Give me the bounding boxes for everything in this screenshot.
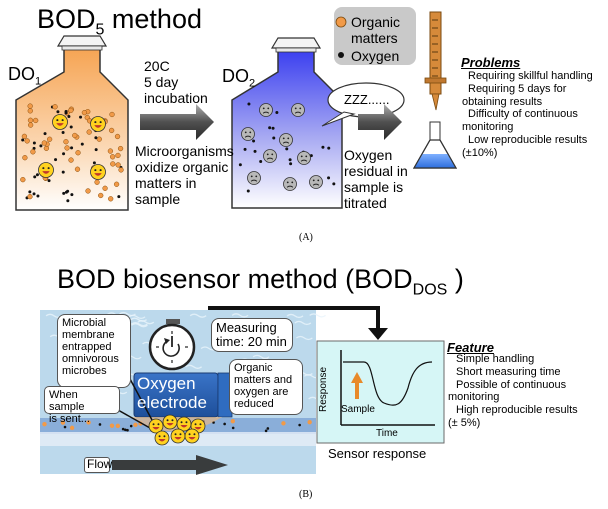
sleeping-microbe-face xyxy=(283,177,297,191)
feature-item: Possible of continuous xyxy=(456,378,567,391)
feature-title: Feature xyxy=(447,340,494,355)
feature-item: High reproducible results xyxy=(456,404,578,417)
panel-a-title: BOD5 method xyxy=(37,4,202,39)
sample-arrow-shaft xyxy=(355,381,359,399)
sleeping-microbe-face xyxy=(259,103,273,117)
burette xyxy=(424,11,447,111)
measuring-time-box: Measuring time: 20 min xyxy=(211,318,293,352)
feature-item: monitoring xyxy=(448,391,500,404)
arrow-2 xyxy=(358,104,402,140)
problems-list: Requiring skillful handling Requiring 5 … xyxy=(462,70,593,160)
happy-microbe-face xyxy=(52,114,68,130)
chart-sample-label: Sample xyxy=(341,404,375,415)
chart-xlabel: Time xyxy=(376,428,398,439)
sensor-response-label: Sensor response xyxy=(328,446,427,461)
sleeping-microbe-face xyxy=(241,127,255,141)
connector-arrowhead xyxy=(368,328,388,340)
bottle-1-particles xyxy=(20,103,124,203)
sleeping-microbe-face xyxy=(309,175,323,189)
legend-oxygen-label: Oxygen xyxy=(351,48,400,64)
oxygen-titrated-text: Oxygen residual in sample is titrated xyxy=(344,147,408,211)
problem-item: obtaining results xyxy=(462,95,543,108)
problem-item: Requiring skillful handling xyxy=(468,70,593,82)
sleeping-microbe-face xyxy=(247,171,261,185)
sleeping-microbe-face xyxy=(297,151,311,165)
chart-ylabel: Response xyxy=(318,366,329,412)
feature-item: Short measuring time xyxy=(456,365,561,378)
sample-arrow-head xyxy=(351,372,363,383)
problem-item: monitoring xyxy=(462,121,514,134)
feature-item: Simple handling xyxy=(456,353,535,365)
sample-sent-textbox: When sample is sent... xyxy=(44,386,120,425)
do1-label: DO1 xyxy=(8,64,42,88)
clock-icon xyxy=(148,319,196,371)
problem-item: Difficulty of continuous xyxy=(468,108,578,121)
sleeping-microbe-face xyxy=(279,133,293,147)
bottle-2-particles xyxy=(238,102,336,193)
legend-box xyxy=(334,7,416,65)
arrow-1 xyxy=(140,104,214,140)
problems-title: Problems xyxy=(461,55,521,70)
do2-label: DO2 xyxy=(222,66,256,90)
happy-microbe-face xyxy=(90,116,106,132)
oxygen-electrode-label: Oxygen electrode xyxy=(137,374,207,412)
flow-label-box: Flow xyxy=(84,457,112,473)
membrane-textbox: Microbial membrane entrapped omnivorous … xyxy=(57,314,131,388)
caption-b: (B) xyxy=(299,489,313,500)
problem-item: (±10%) xyxy=(462,146,498,159)
caption-a: (A) xyxy=(299,232,313,243)
organic-dot xyxy=(335,16,347,28)
legend-organic-label: Organic matters xyxy=(351,14,401,46)
response-curve xyxy=(343,361,433,406)
happy-microbe-face xyxy=(38,162,54,178)
chart-frame xyxy=(316,340,445,444)
oxygen-dot xyxy=(338,52,344,58)
sleeping-microbe-face xyxy=(291,103,305,117)
problem-item: Low reproducible results xyxy=(468,133,588,146)
incubation-text: 20C 5 day incubation xyxy=(144,58,208,106)
microbe-text: Microorganisms oxidize organic matters i… xyxy=(135,143,234,207)
problem-item: Requiring 5 days for xyxy=(468,82,567,95)
bottle-2 xyxy=(231,37,343,209)
flask xyxy=(412,121,458,169)
feature-list: Simple handling Short measuring time Pos… xyxy=(448,353,578,430)
happy-microbe-face xyxy=(90,164,106,180)
flow-arrow xyxy=(112,455,228,475)
zzz-text: ZZZ...... xyxy=(344,92,390,107)
reduced-textbox: Organic matters and oxygen are reduced xyxy=(229,359,303,415)
connector-line xyxy=(208,306,380,330)
sleeping-microbe-face xyxy=(263,149,277,163)
feature-item: (± 5%) xyxy=(448,416,481,429)
panel-b-title: BOD biosensor method (BODDOS ) xyxy=(57,264,464,299)
